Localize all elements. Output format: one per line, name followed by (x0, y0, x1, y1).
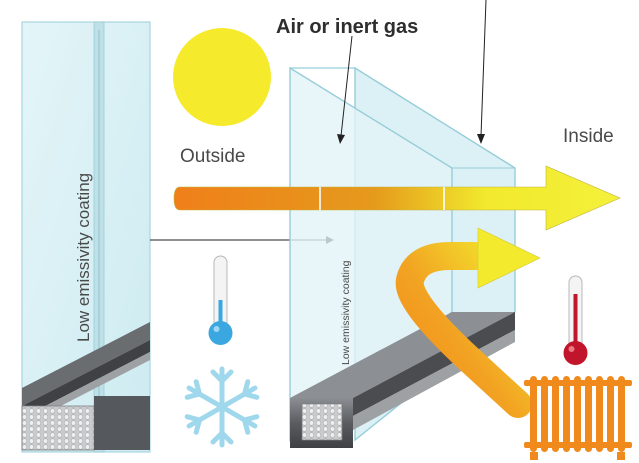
large-desiccant-spacer (21, 405, 95, 451)
coating-label-large: Low emissivity coating (74, 173, 93, 342)
radiator-icon (524, 376, 632, 460)
heat-reflection-arrow (395, 227, 541, 418)
snowflake-icon (184, 366, 260, 448)
coating-label-small: Low emissivity coating (340, 260, 352, 365)
unit-desiccant-spacer (301, 403, 343, 441)
warm-thermometer-icon (563, 275, 588, 365)
gas-fill-label: Air or inert gas (276, 16, 418, 38)
inside-label: Inside (563, 126, 614, 147)
gas-pointers (337, 0, 487, 144)
large-frame-base (94, 396, 150, 450)
sun-icon (173, 28, 271, 126)
large-frame-bar (22, 322, 150, 406)
cold-thermometer-icon (208, 255, 233, 345)
outside-label: Outside (180, 146, 245, 167)
light-transmission-arrow (173, 165, 621, 231)
large-window-section: Low emissivity coating (21, 21, 151, 453)
